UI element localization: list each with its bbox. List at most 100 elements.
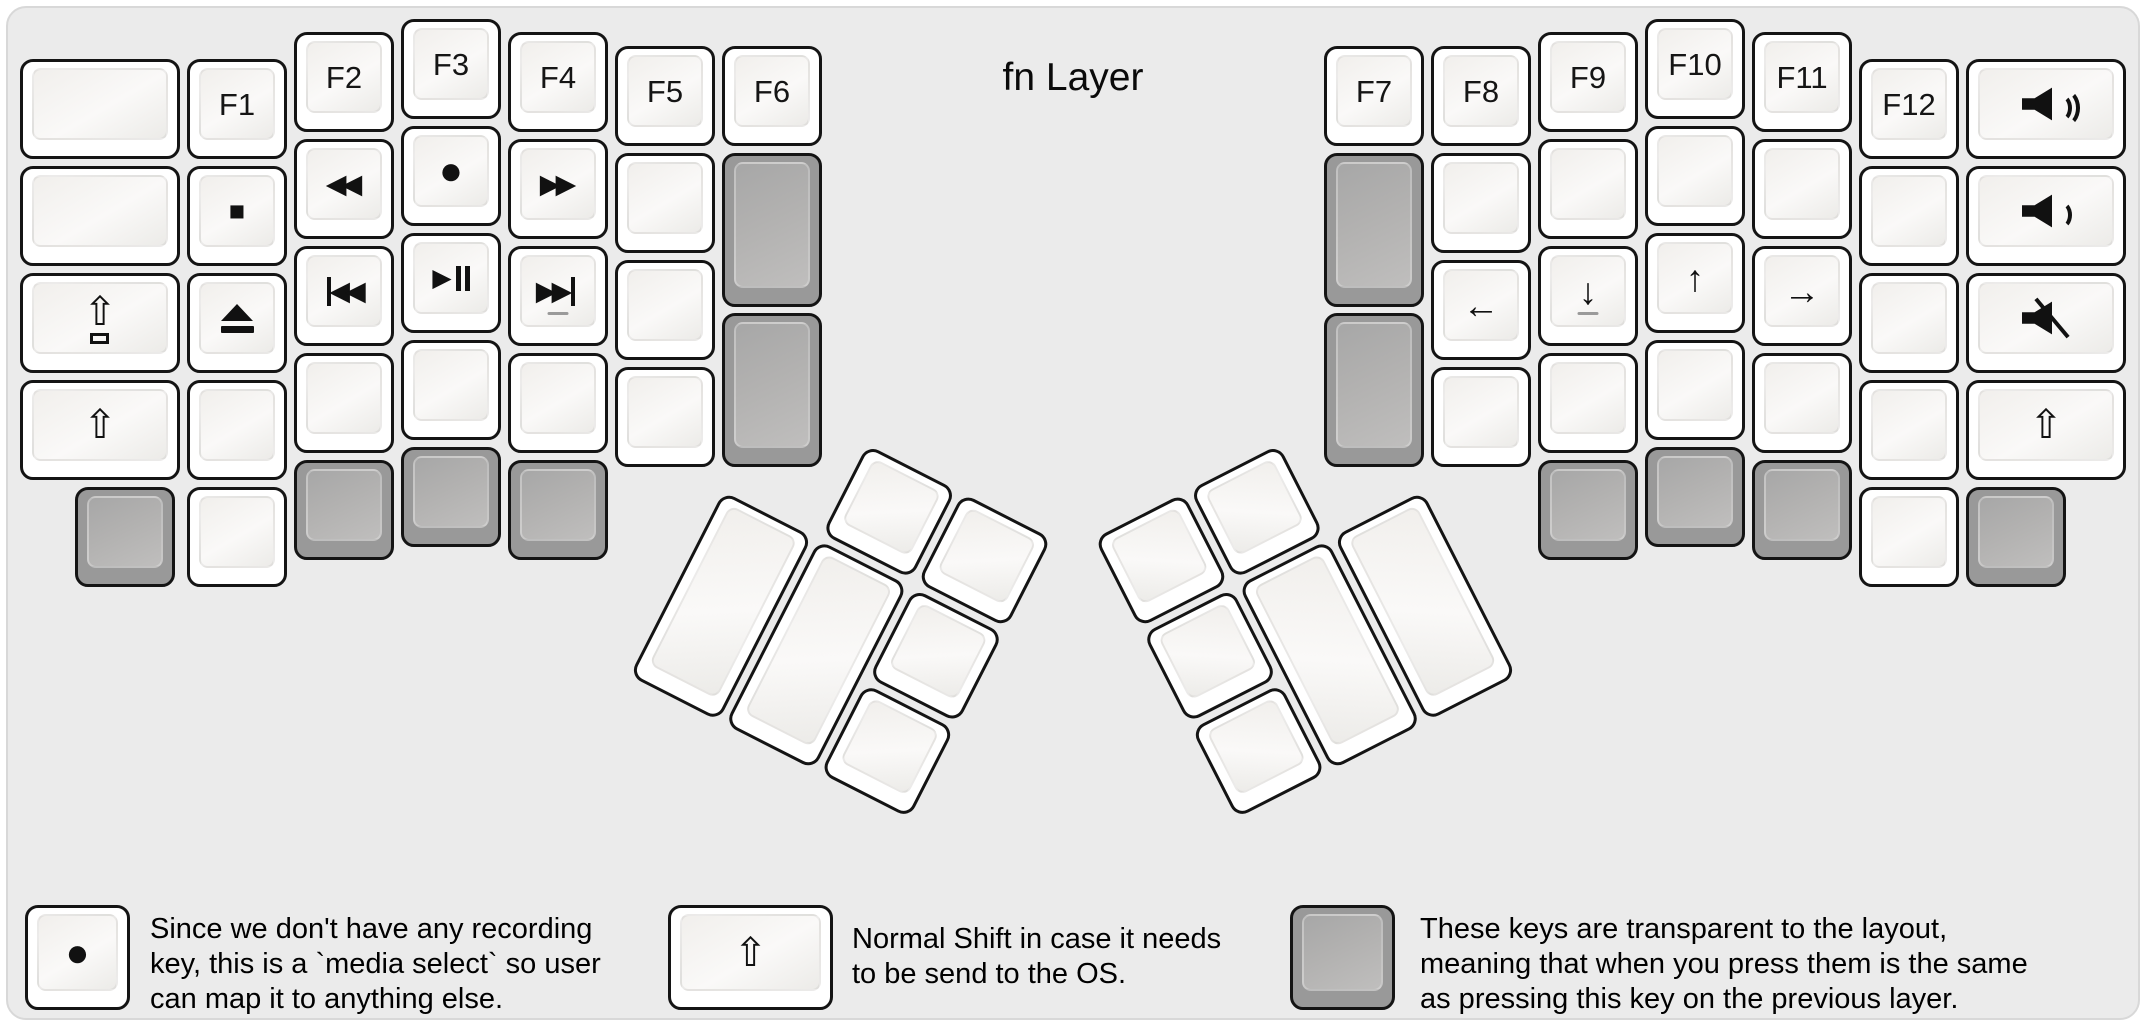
keycap-face	[1764, 469, 1840, 541]
key-fast-forward[interactable]: ▶▶	[508, 139, 608, 239]
keycap-face: ◀◀	[306, 255, 382, 327]
key-f4[interactable]: F4	[508, 32, 608, 132]
key-volume-up[interactable]	[1966, 59, 2126, 159]
key-blank[interactable]	[1752, 353, 1852, 453]
key-transparent[interactable]	[722, 153, 822, 307]
key-blank[interactable]	[1859, 166, 1959, 266]
keycap-face	[1764, 362, 1840, 434]
keycap-face	[839, 697, 940, 796]
key-record[interactable]: ●	[401, 126, 501, 226]
key-up-arrow[interactable]: ↑	[1645, 233, 1745, 333]
key-f6[interactable]: F6	[722, 46, 822, 146]
key-f3[interactable]: F3	[401, 19, 501, 119]
key-blank[interactable]	[1431, 367, 1531, 467]
keycap-face	[1978, 175, 2114, 247]
key-next-track[interactable]: ▶▶	[508, 246, 608, 346]
keycap-face	[734, 162, 810, 288]
key-prev-track[interactable]: ◀◀	[294, 246, 394, 346]
eject-icon	[220, 303, 254, 333]
keycap-face: ↑	[1657, 242, 1733, 314]
keycap-face	[1764, 148, 1840, 220]
play-pause-icon: ▶	[432, 265, 470, 291]
key-transparent[interactable]	[1966, 487, 2066, 587]
key-stop[interactable]: ■	[187, 166, 287, 266]
key-blank[interactable]	[615, 260, 715, 360]
homing-dash	[1577, 312, 1599, 315]
key-blank[interactable]	[20, 166, 180, 266]
key-transparent[interactable]	[1324, 153, 1424, 307]
shift-icon: ⇧	[733, 930, 768, 975]
key-blank[interactable]	[1859, 487, 1959, 587]
key-f10[interactable]: F10	[1645, 19, 1745, 119]
key-f8[interactable]: F8	[1431, 46, 1531, 146]
key-left-arrow[interactable]: ←	[1431, 260, 1531, 360]
key-blank[interactable]	[294, 353, 394, 453]
key-mute[interactable]	[1966, 273, 2126, 373]
key-shift-right[interactable]: ⇧	[1966, 380, 2126, 480]
key-transparent[interactable]	[508, 460, 608, 560]
key-blank[interactable]	[615, 153, 715, 253]
key-transparent[interactable]	[294, 460, 394, 560]
key-label: F12	[1882, 86, 1936, 122]
legend-line: Since we don't have any recording	[150, 913, 593, 945]
legend-record-key: ●	[25, 905, 130, 1010]
keycap-face	[1871, 282, 1947, 354]
key-blank[interactable]	[1645, 126, 1745, 226]
key-f7[interactable]: F7	[1324, 46, 1424, 146]
key-blank[interactable]	[1752, 139, 1852, 239]
key-blank[interactable]	[1538, 353, 1638, 453]
key-label: F7	[1355, 73, 1393, 109]
key-transparent[interactable]	[1538, 460, 1638, 560]
keycap-face: ←	[1443, 269, 1519, 341]
key-blank[interactable]	[615, 367, 715, 467]
key-transparent[interactable]	[1645, 447, 1745, 547]
keycap-face	[1871, 496, 1947, 568]
key-right-arrow[interactable]: →	[1752, 246, 1852, 346]
legend-line: meaning that when you press them is the …	[1420, 948, 2028, 980]
keycap-face: F9	[1550, 41, 1626, 113]
key-blank[interactable]	[20, 59, 180, 159]
key-f11[interactable]: F11	[1752, 32, 1852, 132]
key-blank[interactable]	[1431, 153, 1531, 253]
key-blank[interactable]	[187, 380, 287, 480]
key-blank[interactable]	[1859, 380, 1959, 480]
key-f12[interactable]: F12	[1859, 59, 1959, 159]
key-label: F8	[1462, 73, 1500, 109]
key-volume-down[interactable]	[1966, 166, 2126, 266]
key-f2[interactable]: F2	[294, 32, 394, 132]
keycap-face	[87, 496, 163, 568]
key-blank[interactable]	[401, 340, 501, 440]
key-transparent[interactable]	[722, 313, 822, 467]
key-f1[interactable]: F1	[187, 59, 287, 159]
key-play-pause[interactable]: ▶	[401, 233, 501, 333]
keycap-face	[1443, 162, 1519, 234]
keycap-face	[1657, 349, 1733, 421]
key-blank[interactable]	[1859, 273, 1959, 373]
key-transparent[interactable]	[1752, 460, 1852, 560]
key-eject[interactable]	[187, 273, 287, 373]
key-blank[interactable]	[1538, 139, 1638, 239]
rewind-icon: ◀◀	[325, 168, 362, 199]
key-rewind[interactable]: ◀◀	[294, 139, 394, 239]
keycap-face	[1206, 697, 1307, 796]
layer-title: fn Layer	[1002, 56, 1144, 99]
key-shift-left[interactable]: ⇧	[20, 380, 180, 480]
right-arrow-icon: →	[1783, 270, 1821, 312]
keycap-face: ▶▶	[520, 255, 596, 327]
key-label: F5	[646, 73, 684, 109]
key-caps-shift[interactable]: ⇧	[20, 273, 180, 373]
down-arrow-icon: ↓	[1578, 270, 1598, 312]
key-blank[interactable]	[187, 487, 287, 587]
key-f9[interactable]: F9	[1538, 32, 1638, 132]
key-blank[interactable]	[508, 353, 608, 453]
keycap-face: →	[1764, 255, 1840, 327]
keycap-face: ⇧	[1978, 389, 2114, 461]
key-down-arrow[interactable]: ↓	[1538, 246, 1638, 346]
key-transparent[interactable]	[75, 487, 175, 587]
key-f5[interactable]: F5	[615, 46, 715, 146]
key-transparent[interactable]	[401, 447, 501, 547]
keycap-face	[627, 269, 703, 341]
next-track-icon: ▶▶	[536, 276, 576, 306]
key-blank[interactable]	[1645, 340, 1745, 440]
key-transparent[interactable]	[1324, 313, 1424, 467]
